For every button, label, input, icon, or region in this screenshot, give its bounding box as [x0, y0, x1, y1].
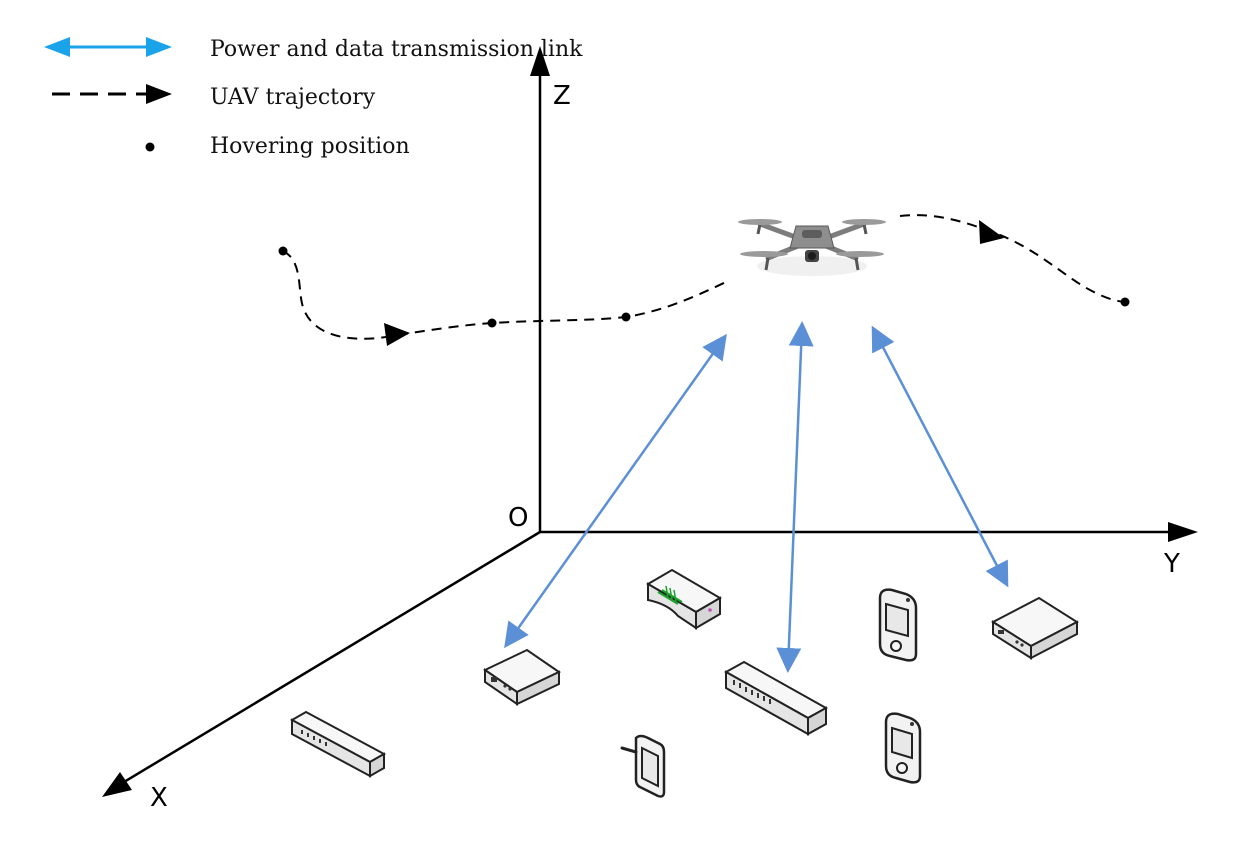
legend-trajectory-symbol [52, 84, 172, 104]
switch-icon [723, 660, 829, 736]
uav-trajectory [278, 214, 1130, 346]
tablet-icon [620, 734, 666, 798]
link-to-router-right [871, 325, 1009, 588]
legend: Power and data transmission link UAV tra… [44, 37, 583, 159]
legend-hover-label: Hovering position [210, 134, 410, 159]
hovering-position-dot [1120, 297, 1130, 307]
hovering-position-dot [278, 246, 288, 256]
axes: Z Y X O [102, 46, 1198, 813]
trajectory-arrow [384, 323, 410, 346]
legend-link-symbol [44, 37, 172, 57]
hovering-position-dot [621, 312, 631, 322]
pda-icon [884, 712, 922, 784]
legend-link-label: Power and data transmission link [210, 37, 583, 62]
wireless-router-icon [646, 568, 722, 630]
transmission-links [504, 321, 1009, 673]
hovering-position-dot [487, 318, 497, 328]
x-axis [123, 530, 541, 784]
link-to-router [504, 333, 727, 649]
switch-icon [289, 710, 387, 778]
uav-drone-icon [738, 219, 886, 276]
router-icon [990, 596, 1080, 660]
pda-icon [878, 588, 918, 662]
router-icon [483, 648, 561, 706]
link-to-switch [776, 321, 814, 673]
z-axis-label: Z [553, 81, 571, 111]
trajectory-arrow [979, 220, 1004, 244]
legend-trajectory-label: UAV trajectory [210, 85, 376, 110]
y-axis-label: Y [1163, 549, 1180, 579]
legend-hover-dot [145, 142, 155, 152]
origin-label: O [508, 503, 528, 533]
x-axis-label: X [150, 783, 168, 813]
